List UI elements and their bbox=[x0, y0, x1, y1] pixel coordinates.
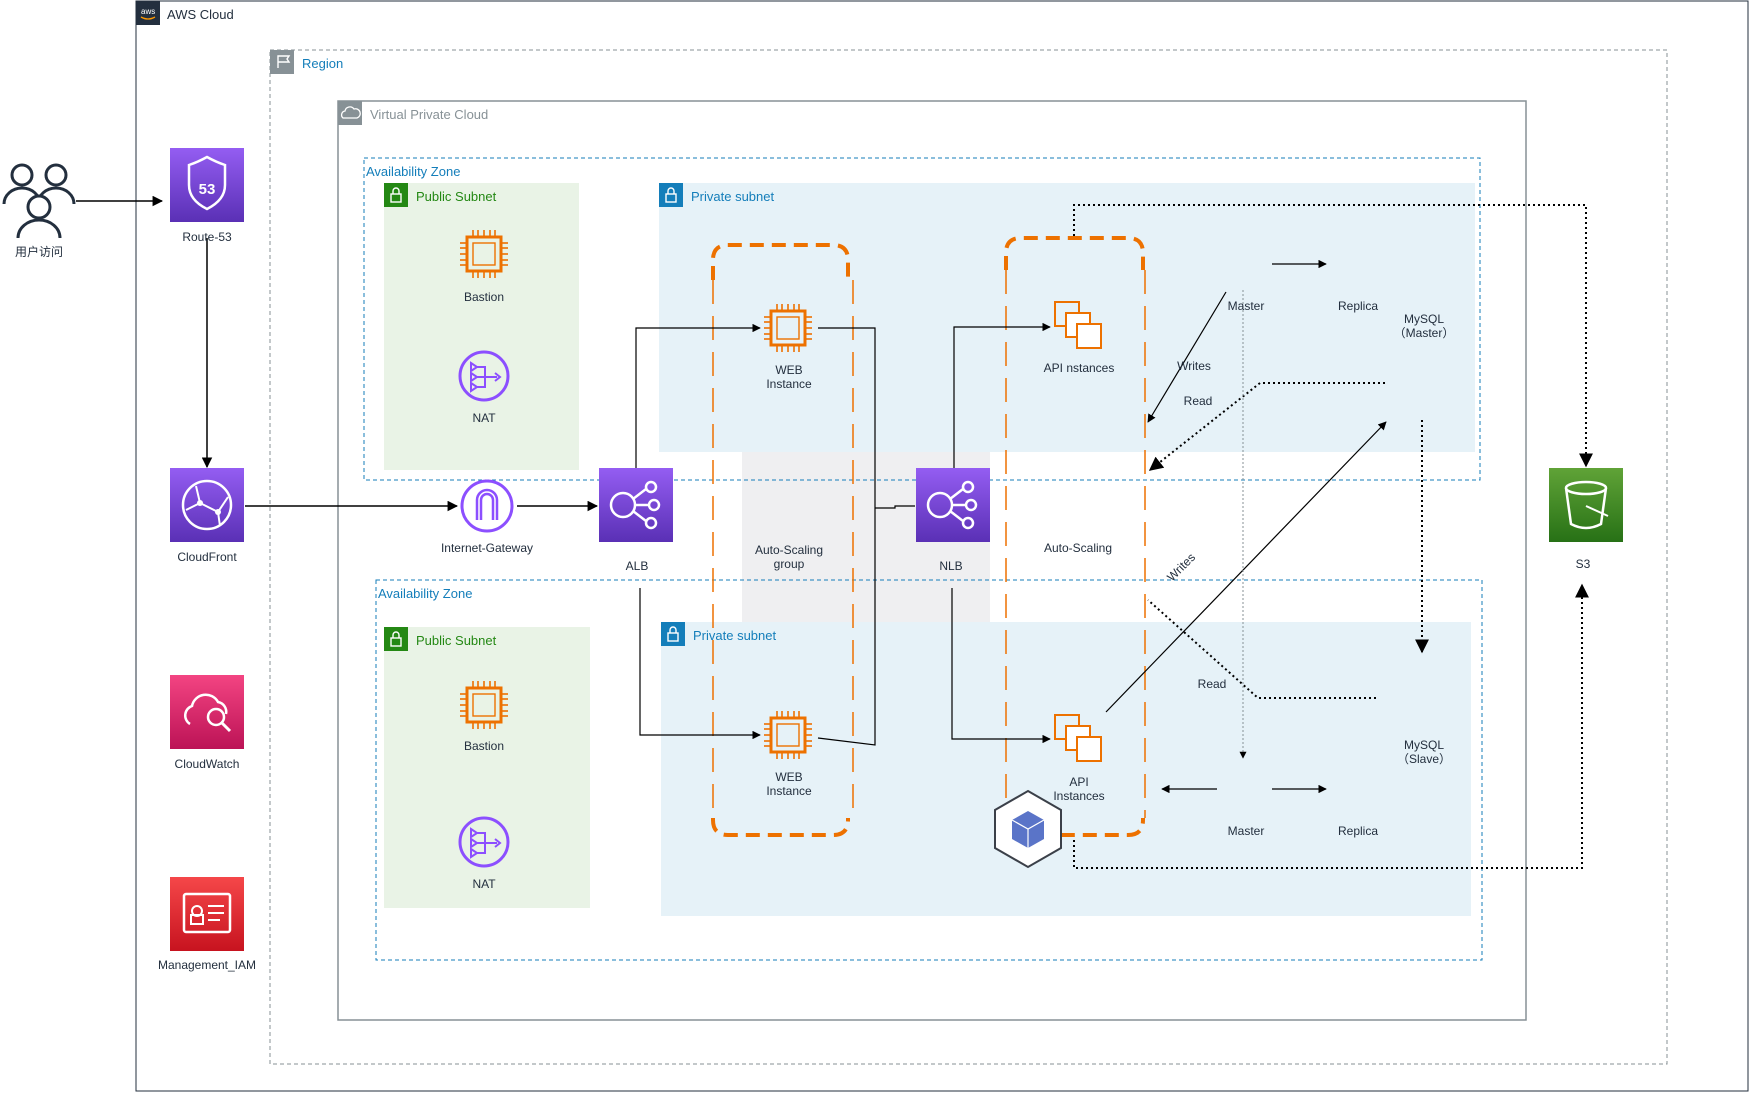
cloudfront-label: CloudFront bbox=[177, 550, 237, 564]
aws-cloud-label: AWS Cloud bbox=[167, 7, 234, 22]
web-1-line1: WEB bbox=[775, 363, 802, 377]
s3-icon[interactable] bbox=[1549, 468, 1623, 542]
az2-label: Availability Zone bbox=[378, 586, 472, 601]
edge-writes-2 bbox=[1105, 421, 1387, 713]
public-subnet-2-lock-icon bbox=[383, 626, 409, 652]
edge-read-2 bbox=[1147, 599, 1376, 699]
public-subnet-1-lock-icon bbox=[383, 182, 409, 208]
vpc-group bbox=[337, 100, 1527, 1021]
public-subnet-1-label: Public Subnet bbox=[416, 189, 497, 204]
az1-label: Availability Zone bbox=[366, 164, 460, 179]
mysql-slave-line2: （Slave） bbox=[1397, 752, 1451, 766]
bastion-1-label: Bastion bbox=[464, 290, 504, 304]
dotted-connectors bbox=[1073, 204, 1593, 869]
mysql-master-line1: MySQL bbox=[1404, 312, 1444, 326]
edge-alb-web1 bbox=[635, 323, 761, 468]
vpc-cloud-icon bbox=[338, 101, 362, 125]
aws-cloud-group bbox=[135, 0, 1749, 1092]
cloudwatch-label: CloudWatch bbox=[175, 757, 240, 771]
private-subnet-1-lock-icon bbox=[658, 182, 684, 208]
iam-label: Management_IAM bbox=[158, 958, 256, 972]
private-subnet-2 bbox=[661, 622, 1471, 916]
cloudwatch-icon[interactable] bbox=[170, 675, 244, 749]
edge-writes-1 bbox=[1147, 291, 1227, 423]
cloudfront-icon[interactable] bbox=[170, 468, 244, 542]
edge-api-s3-bottom bbox=[1073, 583, 1589, 869]
edge-alb-web2 bbox=[639, 588, 761, 740]
region-group bbox=[269, 49, 1668, 1065]
svg-text:53: 53 bbox=[199, 181, 216, 198]
public-subnet-1 bbox=[384, 183, 579, 470]
writes-1-label: Writes bbox=[1177, 359, 1211, 373]
asg-web-line1: Auto-Scaling bbox=[755, 543, 823, 557]
web-1-line2: Instance bbox=[766, 377, 812, 391]
asg-web-line2: group bbox=[774, 557, 805, 571]
edge-nlb-api1 bbox=[953, 322, 1051, 468]
alb-label: ALB bbox=[626, 559, 649, 573]
vpc-label: Virtual Private Cloud bbox=[370, 107, 488, 122]
auto-scaling-group-web bbox=[711, 243, 854, 837]
master-1-label: Master bbox=[1228, 299, 1265, 313]
iam-icon[interactable] bbox=[170, 877, 244, 951]
route53-label: Route-53 bbox=[182, 230, 232, 244]
edge-web1-nlb bbox=[817, 327, 876, 746]
mysql-slave-line1: MySQL bbox=[1404, 738, 1444, 752]
public-subnet-2 bbox=[384, 627, 590, 908]
api-2-line1: API bbox=[1069, 775, 1088, 789]
writes-2-label: Writes bbox=[1164, 550, 1198, 584]
region-flag-icon bbox=[270, 50, 294, 74]
s3-label: S3 bbox=[1576, 557, 1591, 571]
mysql-master-line2: （Master） bbox=[1394, 326, 1455, 340]
internet-gateway-label: Internet-Gateway bbox=[441, 541, 533, 555]
users-label: 用户访问 bbox=[15, 244, 63, 259]
private-subnet-1-label: Private subnet bbox=[691, 189, 774, 204]
master-2-label: Master bbox=[1228, 824, 1265, 838]
nat-1-label: NAT bbox=[472, 411, 496, 425]
edge-web-nlb-join bbox=[875, 505, 915, 509]
replica-1-label: Replica bbox=[1338, 299, 1378, 313]
edge-nlb-api2 bbox=[951, 588, 1051, 744]
private-subnet-2-label: Private subnet bbox=[693, 628, 776, 643]
api-1-label: API nstances bbox=[1044, 361, 1115, 375]
web-2-line1: WEB bbox=[775, 770, 802, 784]
internet-gateway-icon[interactable] bbox=[460, 479, 514, 533]
private-subnet-2-lock-icon bbox=[660, 621, 686, 647]
public-subnet-2-label: Public Subnet bbox=[416, 633, 497, 648]
web-2-line2: Instance bbox=[766, 784, 812, 798]
asg-api-label: Auto-Scaling bbox=[1044, 541, 1112, 555]
users-icon bbox=[2, 163, 76, 239]
aws-logo-icon: aws bbox=[136, 1, 160, 25]
read-2-label: Read bbox=[1198, 677, 1227, 691]
api-2-line2: Instances bbox=[1053, 789, 1104, 803]
region-label: Region bbox=[302, 56, 343, 71]
nat-2-label: NAT bbox=[472, 877, 496, 891]
svg-text:aws: aws bbox=[141, 7, 155, 16]
read-1-label: Read bbox=[1184, 394, 1213, 408]
connectors bbox=[76, 195, 1387, 794]
bastion-2-label: Bastion bbox=[464, 739, 504, 753]
edge-read-1 bbox=[1148, 382, 1385, 471]
nlb-label: NLB bbox=[939, 559, 962, 573]
edge-api-s3-top bbox=[1073, 204, 1593, 468]
availability-zone-2 bbox=[375, 579, 1483, 961]
replica-2-label: Replica bbox=[1338, 824, 1378, 838]
package-cube-icon[interactable] bbox=[994, 789, 1062, 869]
